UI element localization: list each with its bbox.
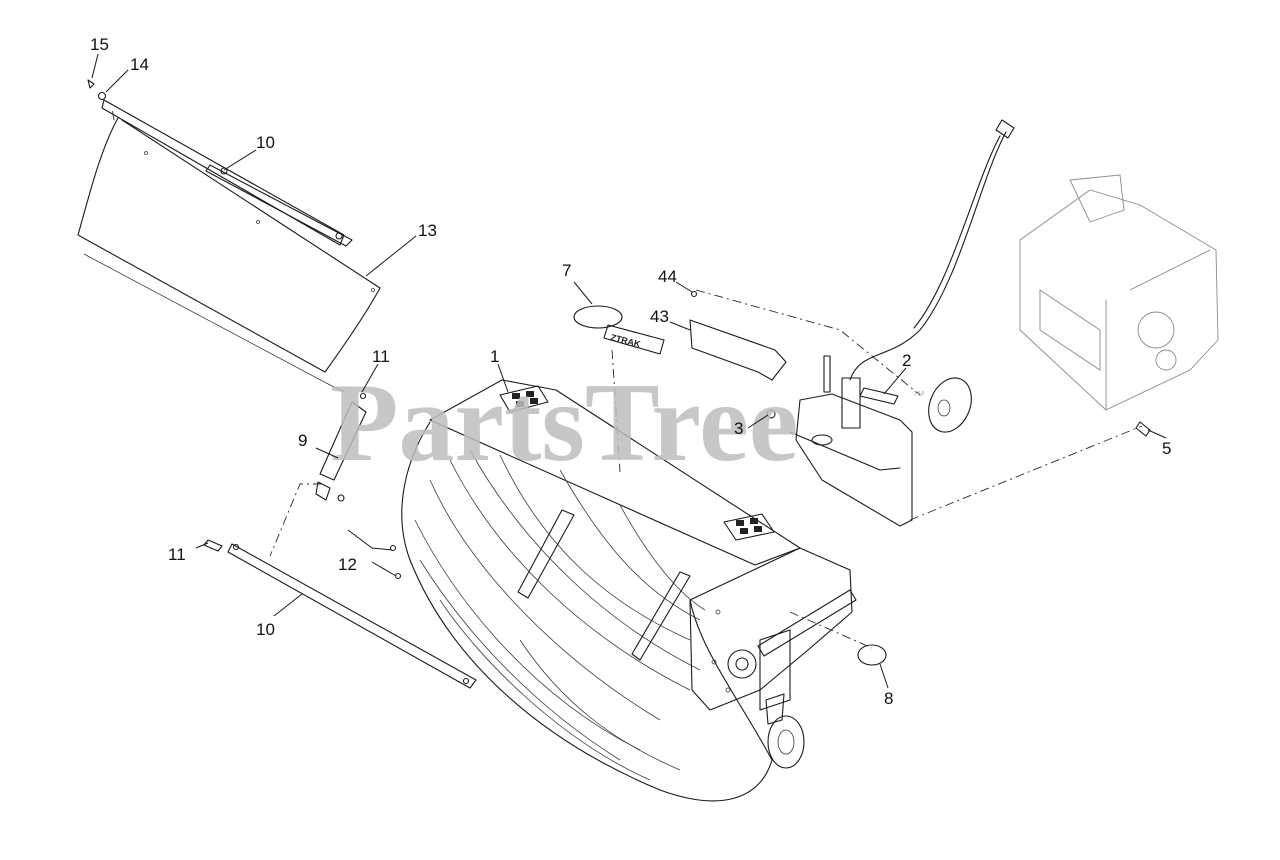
brush-housing [401, 379, 857, 802]
warning-decal-icon [499, 385, 549, 413]
svg-text:ZTRAK: ZTRAK [610, 332, 642, 349]
brush-bracket [315, 392, 367, 502]
lower-bar [203, 539, 477, 689]
cover-plate [857, 644, 887, 666]
control-cable [849, 119, 1015, 381]
drive-bracket [766, 355, 913, 527]
tractor-front [1019, 174, 1219, 437]
mounting-bracket [689, 290, 787, 381]
leader-lines [91, 53, 1167, 689]
callout-14: 14 [130, 55, 149, 74]
callout-10-lower: 10 [256, 620, 275, 639]
callout-10-upper: 10 [256, 133, 275, 152]
callout-2: 2 [902, 351, 911, 370]
svg-text:™: ™ [912, 388, 925, 403]
callout-9: 9 [298, 431, 307, 450]
upper-shield-assembly [77, 99, 381, 393]
callout-11-lower: 11 [168, 545, 186, 564]
warning-decal-icon [723, 513, 775, 541]
callout-1: 1 [490, 347, 499, 366]
svg-text:PartsTree: PartsTree [330, 361, 799, 485]
callout-labels: 15 14 10 13 11 9 11 12 10 1 7 44 43 2 3 … [90, 35, 1171, 708]
callout-13: 13 [418, 221, 437, 240]
hardware-14-15 [87, 79, 107, 101]
pulley [928, 377, 972, 433]
callout-12: 12 [338, 555, 357, 574]
callout-15: 15 [90, 35, 109, 54]
callout-44: 44 [658, 267, 677, 286]
phantom-lines [111, 107, 1143, 649]
watermark: PartsTree ™ [330, 361, 925, 485]
callout-11-upper: 11 [372, 347, 390, 366]
callout-43: 43 [650, 307, 669, 326]
callout-8: 8 [884, 689, 893, 708]
callout-3: 3 [734, 419, 743, 438]
callout-7: 7 [562, 261, 571, 280]
callout-5: 5 [1162, 439, 1171, 458]
